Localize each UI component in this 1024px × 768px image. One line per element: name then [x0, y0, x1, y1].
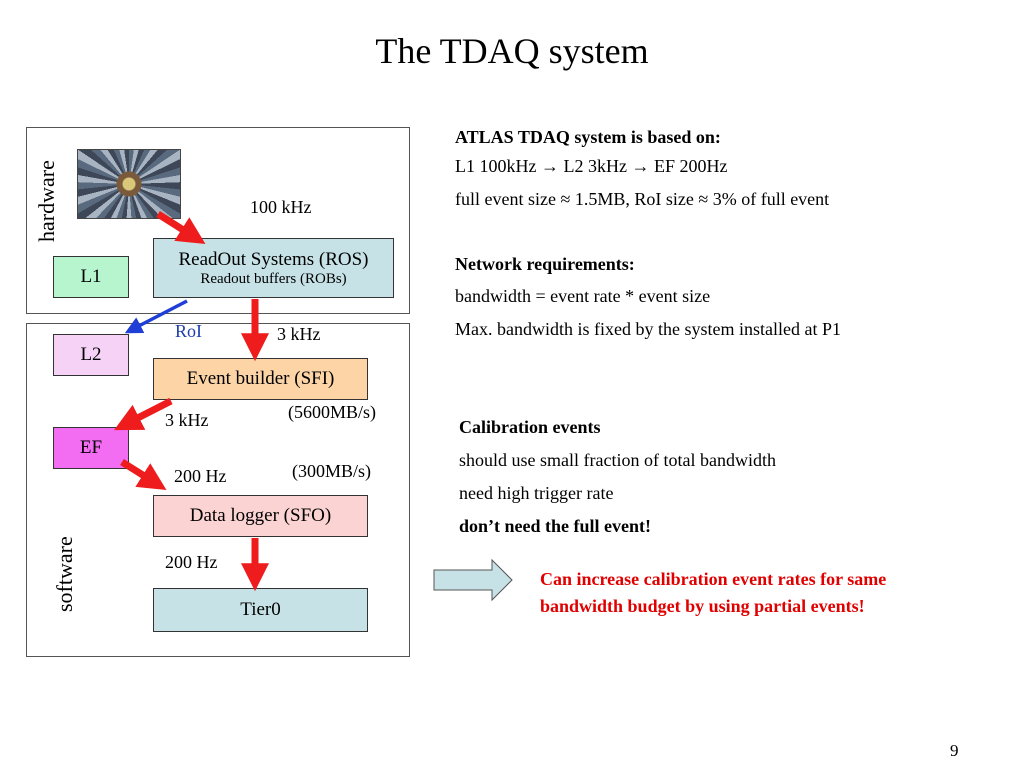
l1-label: L1	[80, 266, 102, 287]
rate-3khz-ros-label: 3 kHz	[277, 324, 321, 344]
atlas-event-size-line: full event size ≈ 1.5MB, RoI size ≈ 3% o…	[455, 189, 830, 209]
ef-label: EF	[79, 437, 103, 458]
bandwidth-300-label: (300MB/s)	[292, 461, 372, 481]
ros-box: ReadOut Systems (ROS) Readout buffers (R…	[153, 238, 394, 298]
detector-photo	[77, 149, 181, 219]
arrow-sfi-to-ef	[114, 397, 173, 431]
rate-3khz-ef-label: 3 kHz	[165, 410, 209, 430]
rate-100khz-label: 100 kHz	[250, 197, 312, 217]
tier0-box: Tier0	[153, 588, 368, 632]
network-bandwidth-line: bandwidth = event rate * event size	[455, 286, 711, 306]
page-title: The TDAQ system	[375, 31, 649, 71]
rate-200hz-sfo-label: 200 Hz	[165, 552, 218, 572]
page-number: 9	[950, 741, 959, 760]
atlas-heading: ATLAS TDAQ system is based on:	[455, 127, 721, 147]
arrow-ros-to-l2	[124, 299, 188, 334]
callout-line-2: bandwidth budget by using partial events…	[540, 596, 865, 616]
atlas-rates-line: L1 100kHz → L2 3kHz → EF 200Hz	[455, 156, 728, 176]
sfi-label: Event builder (SFI)	[186, 368, 335, 389]
calibration-line-1: should use small fraction of total bandw…	[459, 450, 776, 470]
sfo-label: Data logger (SFO)	[189, 505, 332, 526]
network-max-line: Max. bandwidth is fixed by the system in…	[455, 319, 841, 339]
ef-box: EF	[53, 427, 129, 469]
l1-box: L1	[53, 256, 129, 298]
callout-line-1: Can increase calibration event rates for…	[540, 569, 887, 589]
sfo-box: Data logger (SFO)	[153, 495, 368, 537]
calibration-line-2: need high trigger rate	[459, 483, 614, 503]
network-heading: Network requirements:	[455, 254, 635, 274]
calibration-line-3: don’t need the full event!	[459, 516, 651, 536]
calibration-heading: Calibration events	[459, 417, 601, 437]
bandwidth-5600-label: (5600MB/s)	[288, 402, 377, 422]
roi-label: RoI	[175, 321, 202, 341]
l2-box: L2	[53, 334, 129, 376]
l2-label: L2	[80, 344, 102, 365]
ros-subtitle: Readout buffers (ROBs)	[200, 270, 347, 287]
sfi-box: Event builder (SFI)	[153, 358, 368, 400]
tier0-label: Tier0	[240, 599, 281, 620]
rate-200hz-ef-label: 200 Hz	[174, 466, 227, 486]
block-arrow-icon	[433, 558, 513, 602]
arrow-detector-to-ros	[156, 211, 206, 244]
ros-title: ReadOut Systems (ROS)	[178, 248, 369, 270]
arrow-ef-to-sfo	[120, 459, 167, 490]
